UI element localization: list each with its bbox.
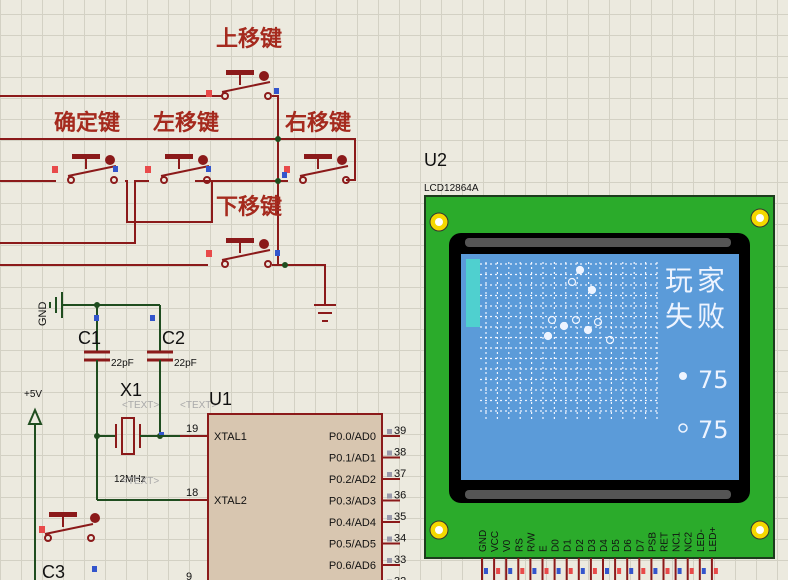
c1-ref: C1 [78,328,101,348]
game-stone [559,321,569,331]
u1-right-pin-number: 32 [394,576,406,580]
lcd-label-shi: 失 [665,300,693,333]
lcd-pin-label: E [539,545,550,552]
u1-right-pin-name: P0.4/AD4 [329,517,376,529]
lcd-pin-label: LED- [696,529,707,552]
lcd-score-black: 75 [698,366,729,394]
u2-ref: U2 [424,150,447,170]
lcd-pin-label: NC2 [684,532,695,552]
u2-type: LCD12864A [424,183,479,194]
lcd-pin-label: D5 [611,539,622,552]
u1-right-pin-name: P0.5/AD5 [329,539,376,551]
u1-pin-name: XTAL1 [214,431,247,443]
label-left-key: 左移键 [153,110,219,136]
label-down-key: 下移键 [216,194,282,220]
lcd-pin-label: PSB [647,532,658,552]
c3-ref: C3 [42,562,65,580]
lcd-pin-label: RET [660,532,671,552]
plus5v-label: +5V [24,389,42,400]
u1-right-pin-number: 36 [394,490,406,502]
button-left[interactable] [145,154,211,184]
lcd-pin-label: D2 [575,539,586,552]
game-board-grid [480,262,658,420]
u1-right-pin-name: P0.2/AD2 [329,474,376,486]
gnd-symbol-osc [49,292,160,318]
capacitor-c2 [147,305,173,436]
game-stone [605,335,615,345]
capacitor-c1 [84,305,110,500]
lcd-pin-label: VCC [490,531,501,552]
button-confirm[interactable] [52,154,118,184]
u1-right-pin-name: P0.3/AD3 [329,496,376,508]
label-confirm-key: 确定键 [54,110,120,136]
lcd-score-white: 75 [698,416,729,444]
lcd-pin-label: D1 [563,539,574,552]
x1-text-placeholder: <TEXT> [122,400,159,411]
game-stone [583,325,593,335]
lcd-pin-label: V0 [502,539,513,552]
u1-right-pin-number: 37 [394,468,406,480]
u1-right-pin-name: P0.0/AD0 [329,431,376,443]
lcd-pin-label: D3 [587,539,598,552]
u1-right-pin-name: P0.1/AD1 [329,453,376,465]
lcd-pin-label: D4 [599,539,610,552]
game-stone [593,317,603,327]
label-up-key: 上移键 [216,26,282,52]
u1-pin-number: 18 [186,487,198,499]
x1-ref: X1 [120,380,142,400]
lcd-label-jia: 家 [697,264,725,297]
u1-pin-name: XTAL2 [214,495,247,507]
game-stone [571,315,581,325]
lcd-pin-label: LED+ [708,527,719,552]
x1-text-placeholder-2: <TEXT> [122,476,159,487]
game-stone [575,265,585,275]
u1-text-placeholder: <TEXT> [180,400,217,411]
u1-chip [207,413,383,580]
game-stone [543,331,553,341]
u1-right-pin-number: 33 [394,554,406,566]
game-stone [587,285,597,295]
u1-right-pin-number: 39 [394,425,406,437]
button-right[interactable] [282,154,350,184]
lcd-pin-label: D7 [635,539,646,552]
lcd-pin-label: GND [478,530,489,552]
lcd-pin-label: D6 [623,539,634,552]
lcd-pin-label: R/W [526,532,537,552]
u1-right-pin-number: 38 [394,447,406,459]
vcc-arrow [27,407,43,580]
gnd-label: GND [37,302,49,327]
lcd-label-bai: 败 [697,300,725,333]
u1-ref: U1 [209,389,232,409]
u1-left-pins: 19XTAL118XTAL29RST [180,423,247,580]
u1-pin-number: 9 [186,571,192,580]
lcd-pin-label: NC1 [672,532,683,552]
x1-value: 12MHz [114,474,146,485]
u1-pin-number: 19 [186,423,198,435]
lcd-pin-label: RS [514,538,525,552]
c2-value: 22pF [174,358,197,369]
label-right-key: 右移键 [285,110,351,136]
capacitor-c3-button[interactable] [44,512,100,542]
game-stone [567,277,577,287]
button-down[interactable] [206,238,280,268]
c2-ref: C2 [162,328,185,348]
u1-right-pin-number: 34 [394,533,406,545]
lcd-screen: 玩 家 失 败 75 75 [466,259,729,444]
game-stone [547,315,557,325]
lcd-label-wan: 玩 [665,264,693,297]
c1-value: 22pF [111,358,134,369]
u1-right-pin-number: 35 [394,511,406,523]
lcd-pin-label: D0 [551,539,562,552]
button-up[interactable] [206,70,279,100]
u1-right-pin-name: P0.6/AD6 [329,560,376,572]
gnd-symbol-keys [314,304,336,322]
